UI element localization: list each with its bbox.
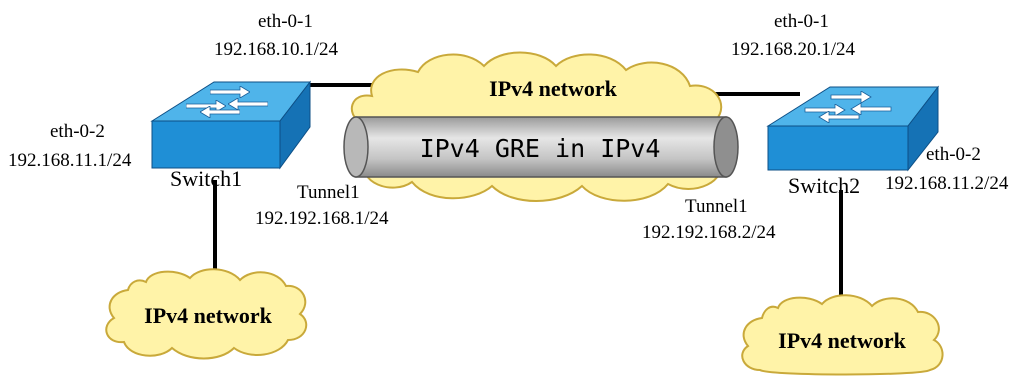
tunnel-label: IPv4 GRE in IPv4 <box>420 134 661 163</box>
switch-icon <box>150 80 312 170</box>
switch1-tunnel-ip: 192.192.168.1/24 <box>255 208 389 229</box>
switch2-tunnel-name: Tunnel1 <box>685 196 748 217</box>
switch1: Switch1 eth-0-1 192.168.10.1/24 eth-0-2 … <box>8 11 389 229</box>
lan-cloud-2: IPv4 network <box>741 294 944 376</box>
switch2: Switch2 eth-0-1 192.168.20.1/24 eth-0-2 … <box>642 11 1009 243</box>
gre-tunnel: IPv4 GRE in IPv4 <box>343 116 739 178</box>
switch1-tunnel-name: Tunnel1 <box>297 182 360 203</box>
switch1-name: Switch1 <box>170 166 242 191</box>
switch2-eth01-name: eth-0-1 <box>774 11 829 32</box>
switch-icon <box>766 85 940 172</box>
tunnel-pipe-icon <box>343 116 739 178</box>
switch2-tunnel-ip: 192.192.168.2/24 <box>642 222 776 243</box>
switch1-eth01-name: eth-0-1 <box>258 11 313 32</box>
switch1-eth02-ip: 192.168.11.1/24 <box>8 150 132 171</box>
switch1-eth01-ip: 192.168.10.1/24 <box>214 39 339 60</box>
lan-cloud-1: IPv4 network <box>105 268 308 360</box>
switch2-name: Switch2 <box>788 173 860 198</box>
switch2-eth02-ip: 192.168.11.2/24 <box>885 173 1009 194</box>
cloud-icon <box>105 268 308 360</box>
switch2-eth01-ip: 192.168.20.1/24 <box>731 39 856 60</box>
lan-cloud-2-label: IPv4 network <box>778 328 906 353</box>
switch2-eth02-name: eth-0-2 <box>926 144 981 165</box>
switch1-eth02-name: eth-0-2 <box>50 121 105 142</box>
wan-cloud-label: IPv4 network <box>489 76 617 101</box>
cloud-icon <box>741 294 944 376</box>
network-links <box>213 83 843 298</box>
lan-cloud-1-label: IPv4 network <box>144 303 272 328</box>
